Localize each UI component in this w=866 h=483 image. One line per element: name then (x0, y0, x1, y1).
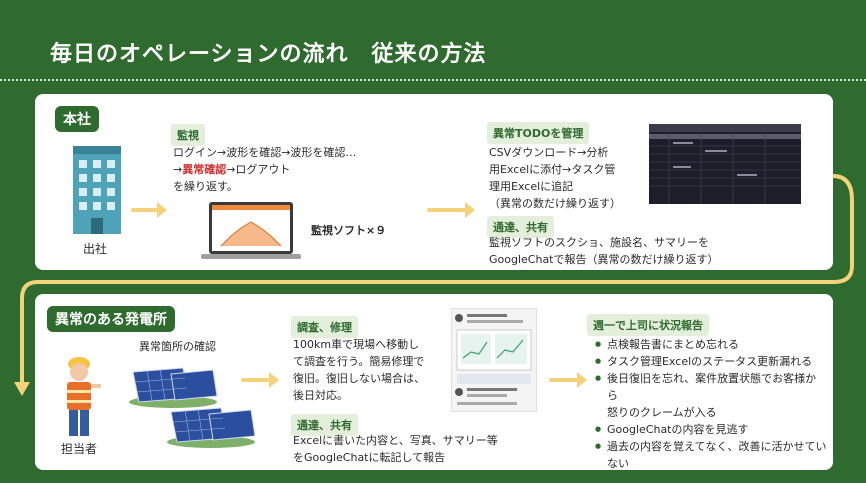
check-caption: 異常箇所の確認 (139, 340, 216, 353)
hq-building-caption: 出社 (83, 242, 108, 256)
person-caption: 担当者 (61, 442, 98, 456)
page-title: 毎日のオペレーションの流れ 従来の方法 (50, 42, 487, 67)
share-text-line: をGoogleChatに転記して報告 (293, 451, 446, 464)
investigate-text: 100km車で現場へ移動し て調査を行う。簡易修理で 復旧。復旧しない場合は、 … (293, 336, 425, 404)
list-item-text: 後日復旧を忘れ、案件放置状態でお客様から (607, 372, 817, 402)
solar-panel-icon (129, 367, 218, 408)
share-text-line: Excelに書いた内容と、写真、サマリー等 (293, 434, 498, 447)
anomaly-check-text: 異常確認 (182, 163, 227, 176)
anomaly-text-line: （異常の数だけ繰り返す） (489, 197, 621, 210)
list-item: GoogleChatの内容を見逃す (595, 421, 827, 438)
laptop-monitor-illustration (201, 202, 301, 259)
monitor-text-line-3: を繰り返す。 (173, 180, 238, 193)
flow-arrow (427, 202, 475, 218)
report-text-line: 監視ソフトのスクショ、施設名、サマリーを (489, 236, 709, 249)
anomaly-todo-label: 異常TODOを管理 (487, 122, 590, 144)
report-text-line: GoogleChatで報告（異常の数だけ繰り返す） (489, 253, 719, 266)
office-building-icon (73, 146, 121, 234)
list-item-text: 怒りのクレームが入る (607, 406, 717, 419)
investigate-text-line: 後日対応。 (293, 389, 348, 402)
flow-arrow (549, 372, 587, 388)
site-tag: 異常のある発電所 (47, 306, 175, 332)
monitor-arrow-text: → (173, 163, 183, 176)
investigate-text-line: 復旧。復旧しない場合は、 (293, 372, 425, 385)
weekly-report-label: 週一で上司に状況報告 (587, 314, 709, 336)
list-item-text: 過去の内容を覚えてなく、改善に活かせてい (607, 440, 827, 453)
monitor-text-line-1: ログイン→波形を確認→波形を確認… (173, 146, 357, 159)
monitor-text-line-2: →異常確認→ログアウト (173, 161, 356, 178)
list-item-text: ない (607, 457, 629, 470)
anomaly-text-line: 理用Excelに追記 (489, 180, 574, 193)
investigate-label: 調査、修理 (291, 316, 358, 338)
investigate-text-line: て調査を行う。簡易修理で (293, 355, 425, 368)
title-divider (0, 79, 866, 81)
hq-report-text: 監視ソフトのスクショ、施設名、サマリーを GoogleChatで報告（異常の数だ… (489, 234, 719, 268)
anomaly-text-line: 用Excelに添付→タスク管 (489, 163, 616, 176)
monitor-text: ログイン→波形を確認→波形を確認… →異常確認→ログアウト を繰り返す。 (173, 144, 356, 195)
logout-text: →ログアウト (226, 163, 291, 176)
site-panel: 異常のある発電所 担当者 異常箇所の確認 調査、修理 100km車で現場へ移動し… (35, 294, 833, 470)
anomaly-todo-text: CSVダウンロード→分析 用Excelに添付→タスク管 理用Excelに追記 （… (489, 144, 621, 212)
monitor-label: 監視 (171, 124, 205, 146)
anomaly-text-line: CSVダウンロード→分析 (489, 146, 609, 159)
list-item: 点検報告書にまとめ忘れる (595, 336, 827, 353)
monitor-software-count: 監視ソフト×９ (311, 224, 387, 237)
hq-tag: 本社 (55, 106, 99, 132)
site-share-label: 通達、共有 (291, 414, 358, 436)
list-item: タスク管理Excelのステータス更新漏れる (595, 353, 827, 370)
site-share-text: Excelに書いた内容と、写真、サマリー等 をGoogleChatに転記して報告 (293, 432, 498, 466)
spreadsheet-screenshot (649, 124, 801, 204)
hq-panel: 本社 出社 監視 ログイン→波形を確認→波形を確認… →異常確認→ログアウト を… (35, 94, 833, 270)
weekly-issues-list: 点検報告書にまとめ忘れる タスク管理Excelのステータス更新漏れる 後日復旧を… (595, 336, 827, 472)
investigate-text-line: 100km車で現場へ移動し (293, 338, 420, 351)
flow-arrow (131, 202, 167, 218)
chat-screenshot (451, 308, 537, 412)
solar-panel-icon (167, 407, 256, 448)
flow-arrow (241, 372, 279, 388)
worker-icon (67, 357, 101, 436)
